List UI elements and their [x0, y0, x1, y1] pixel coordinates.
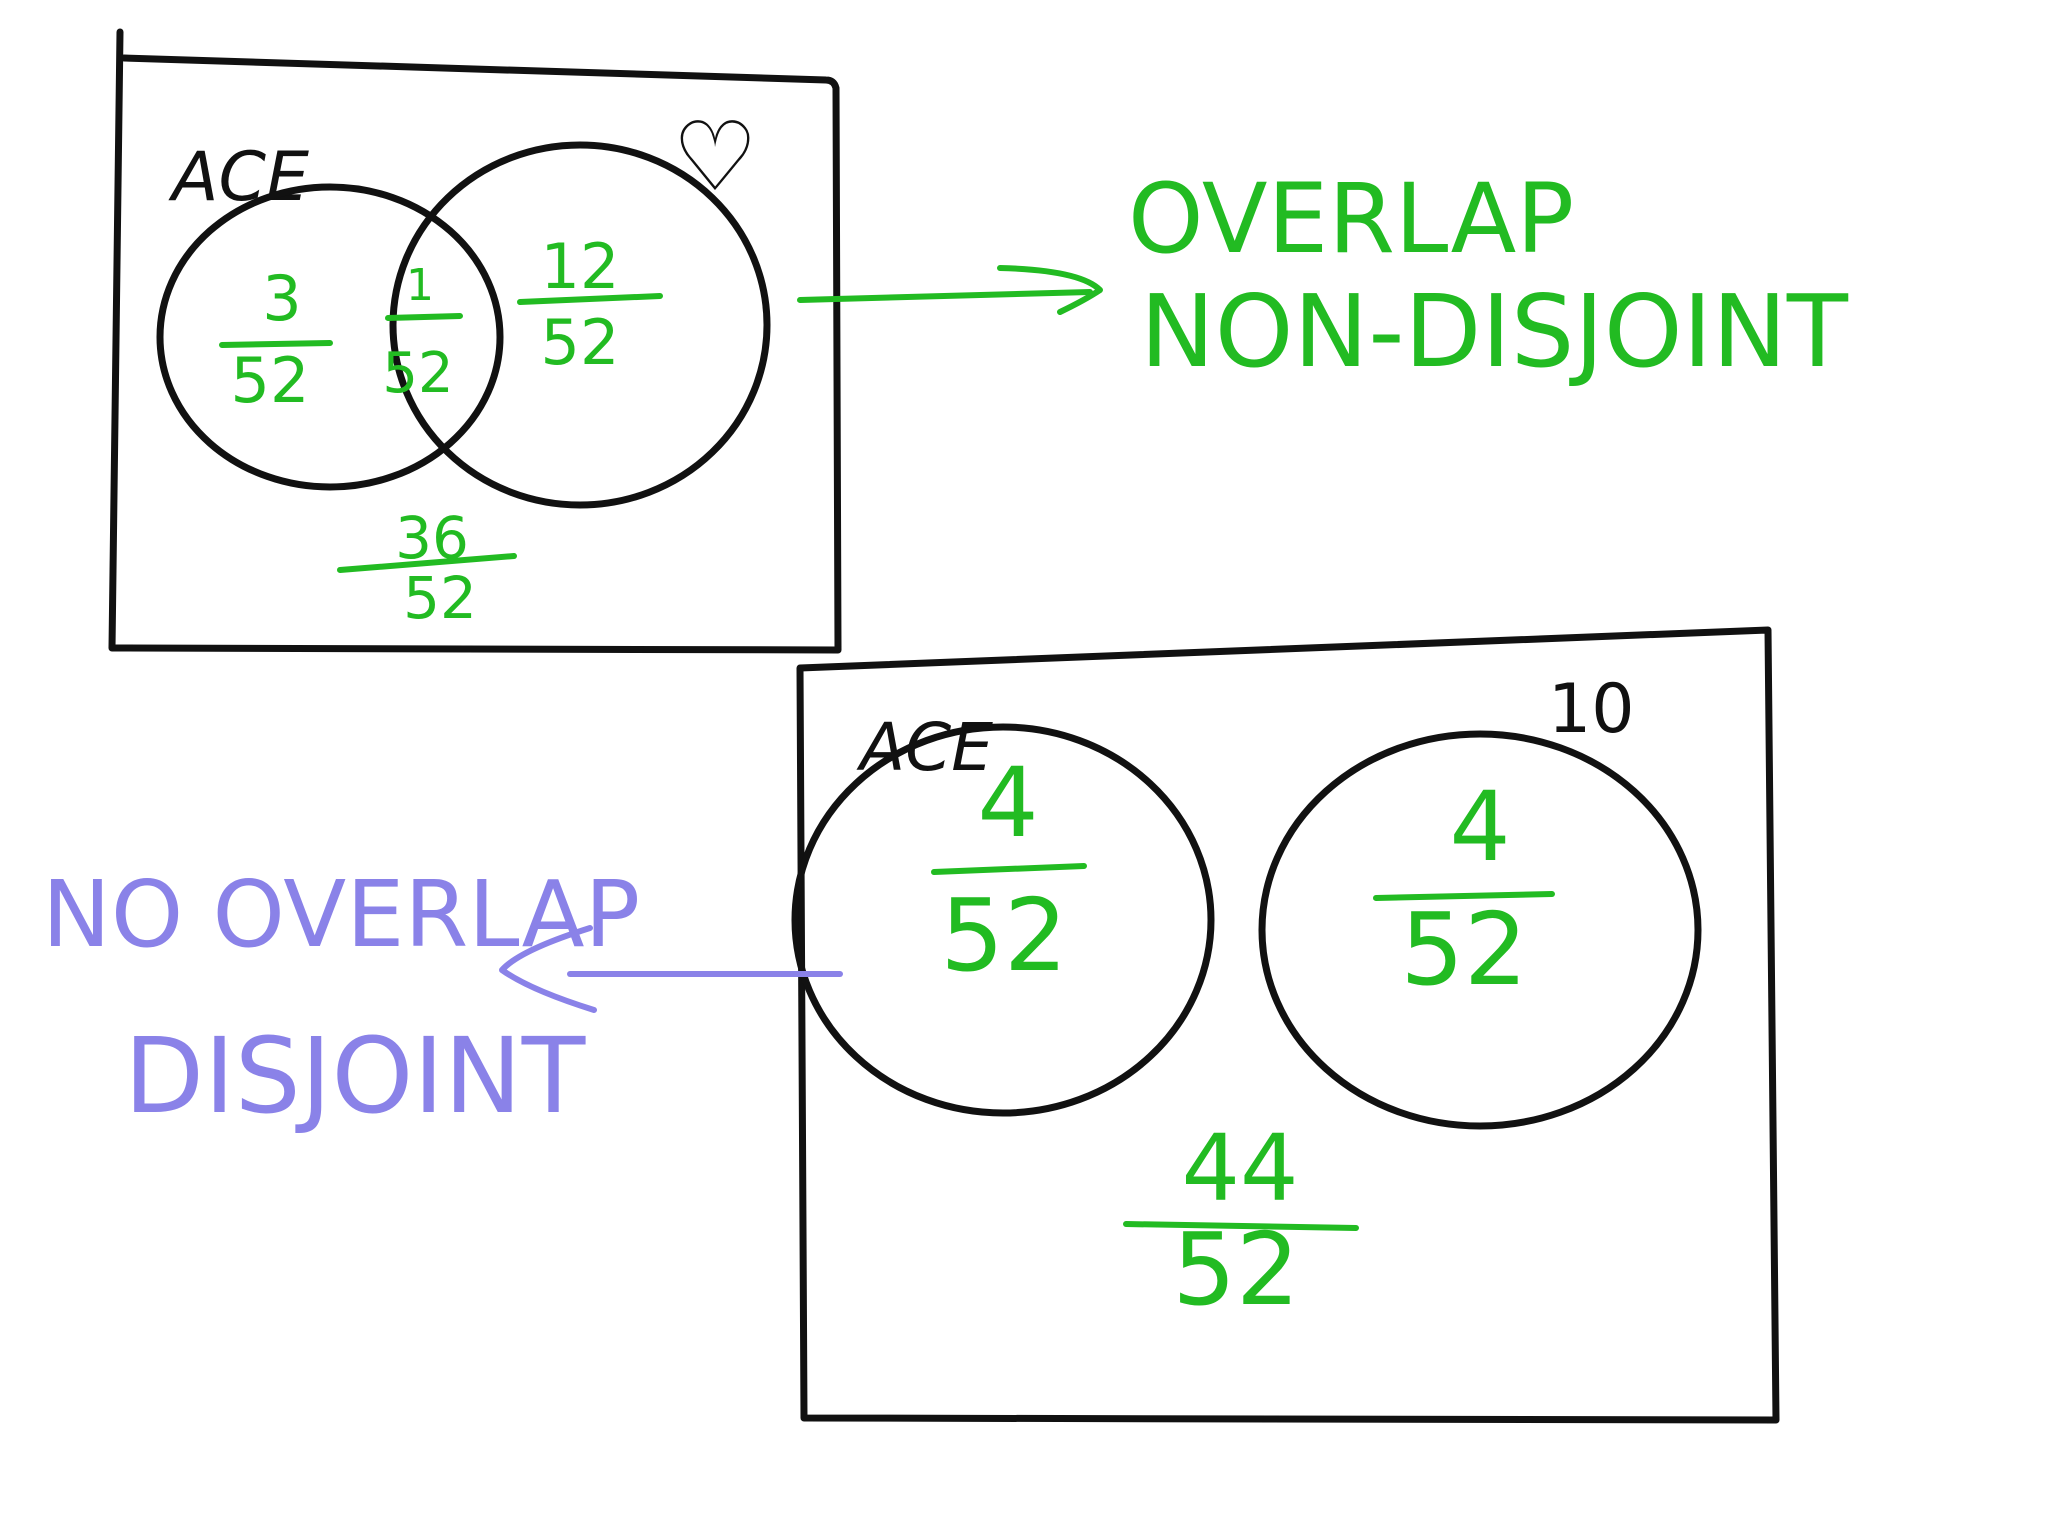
top-only-a-bar — [219, 340, 333, 348]
bottom-outside-bar — [1123, 1221, 1359, 1231]
top-universe-box — [108, 28, 842, 654]
bottom-only-a-numerator: 4 — [977, 747, 1038, 859]
bottom-set-b-label: 10 — [1548, 670, 1635, 749]
heart-icon: ♡ — [672, 101, 758, 213]
top-only-b-bar — [517, 293, 663, 305]
top-circle-heart — [389, 141, 771, 509]
top-note-arrow — [797, 265, 1103, 315]
bottom-only-b-denominator: 52 — [1400, 891, 1527, 1008]
top-circle-ace — [156, 183, 504, 491]
top-set-a-label: ACE — [168, 138, 309, 217]
top-only-a-numerator: 3 — [262, 262, 301, 335]
top-only-a-denominator: 52 — [231, 344, 310, 417]
top-venn-diagram: ACE ♡ 3 52 1 52 12 52 36 52 — [108, 28, 842, 654]
top-outside-bar — [337, 553, 517, 573]
top-note-line1: OVERLAP — [1128, 163, 1574, 275]
top-both-numerator: 1 — [406, 260, 434, 311]
bottom-only-b-bar — [1373, 891, 1555, 901]
bottom-only-a-denominator: 52 — [940, 877, 1067, 994]
top-only-b-denominator: 52 — [541, 306, 620, 379]
bottom-only-a-bar — [931, 863, 1087, 875]
top-both-bar — [385, 313, 463, 321]
bottom-circle-ten — [1258, 730, 1702, 1130]
bottom-only-b-numerator: 4 — [1449, 771, 1510, 883]
bottom-outside-numerator: 44 — [1181, 1115, 1298, 1222]
top-outside-denominator: 52 — [403, 564, 477, 632]
bottom-circle-ace — [791, 723, 1215, 1117]
bottom-venn-diagram: ACE 10 4 52 4 52 44 52 — [791, 626, 1780, 1424]
bottom-note-line2: DISJOINT — [124, 1015, 586, 1137]
bottom-universe-box — [796, 626, 1780, 1424]
bottom-set-a-label: ACE — [856, 709, 993, 786]
bottom-note-arrow — [499, 925, 843, 1013]
bottom-note-line1: NO OVERLAP — [42, 861, 640, 968]
bottom-outside-denominator: 52 — [1172, 1211, 1299, 1328]
top-note-line2: NON-DISJOINT — [1140, 273, 1849, 390]
top-only-b-numerator: 12 — [541, 230, 620, 303]
top-both-denominator: 52 — [382, 341, 453, 406]
